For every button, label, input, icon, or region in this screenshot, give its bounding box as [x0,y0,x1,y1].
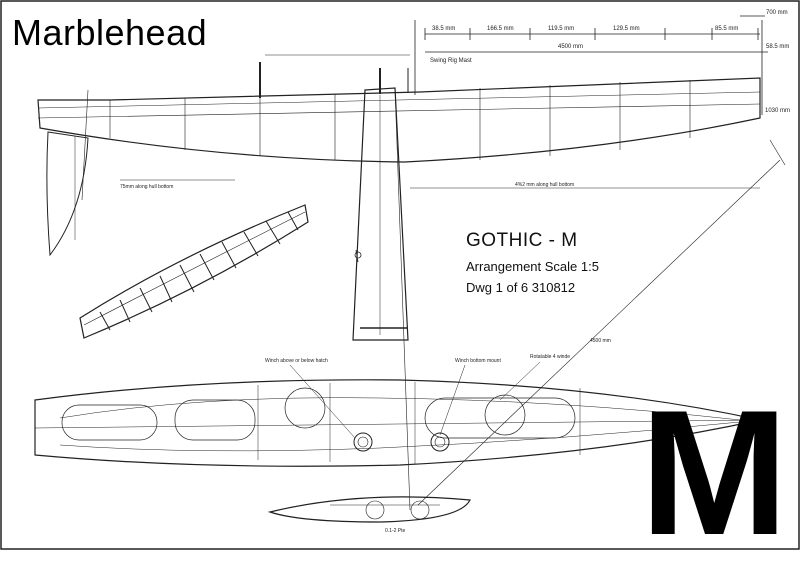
hull-plan [34,361,761,467]
drawing-subtitle: Arrangement Scale 1:5 [466,259,599,274]
deck-plan: 75mm along hull bottom 4%2 mm along hull… [37,54,761,190]
diagonal-label: 4500 mm [590,338,611,344]
dim-label-right-lower: 1030 mm [765,108,790,114]
dimension-chain [414,15,768,115]
note-winch-bottom: Winch bottom mount [455,358,501,364]
dim-label-right: 58.5 mm [766,44,789,50]
dim-label-2: 166.5 mm [487,26,514,32]
diagonal-dimension: 4500 mm [417,139,786,506]
note-winch-hatch: Winch above or below hatch [265,358,328,364]
keel-bulb: 0.1-2 Pte [267,496,471,534]
fin-keel [352,87,411,511]
rudder [46,89,89,257]
dimension-labels: 38.5 mm 166.5 mm 119.5 mm 129.5 mm 85.5 … [430,10,790,114]
dim-label-top: 700 mm [766,10,788,16]
class-letter: M [640,373,789,572]
note-rotatable: Rotatable 4 winde [530,354,570,360]
dim-hull-bottom-right: 4%2 mm along hull bottom [515,182,574,188]
drawing-sheet-number: Dwg 1 of 6 310812 [466,280,576,295]
hull-plan-notes: Winch above or below hatch Winch bottom … [265,354,570,364]
bulb-label: 0.1-2 Pte [385,528,406,534]
dim-label-1: 38.5 mm [432,26,455,32]
sheet-title: Marblehead [12,12,208,53]
dim-label-4: 129.5 mm [613,26,640,32]
hull-perspective [79,204,309,339]
note-swing-rig: Swing Rig Mast [430,58,472,64]
sheet-border [0,0,800,550]
dim-hull-bottom-left: 75mm along hull bottom [120,184,173,190]
dim-label-overall: 4500 mm [558,44,583,50]
drawing-name: GOTHIC - M [466,230,578,251]
drawing-sheet: 38.5 mm 166.5 mm 119.5 mm 129.5 mm 85.5 … [0,0,800,550]
dim-label-5: 85.5 mm [715,26,738,32]
dim-label-3: 119.5 mm [548,26,574,32]
plan-drawing: 38.5 mm 166.5 mm 119.5 mm 129.5 mm 85.5 … [0,0,800,550]
